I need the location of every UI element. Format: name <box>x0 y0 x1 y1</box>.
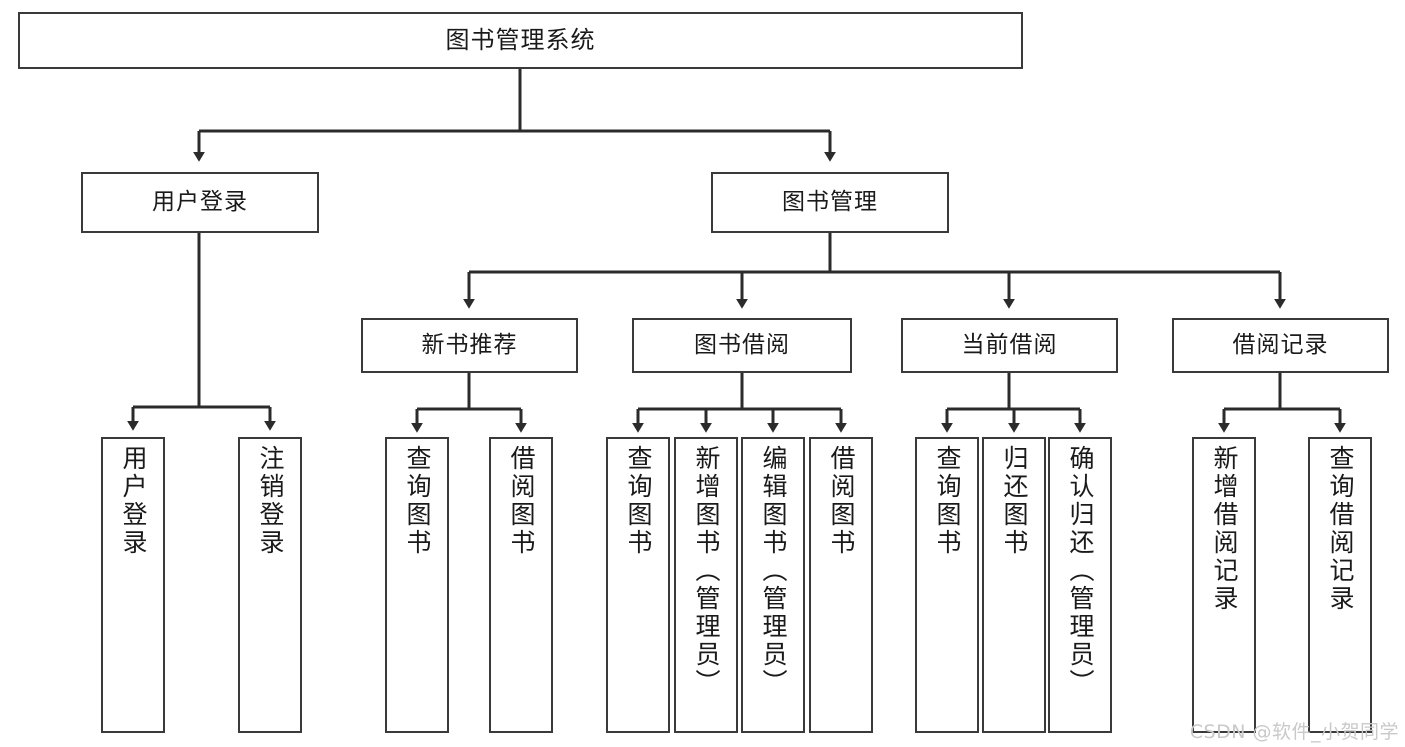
node-leaf-borrow-book-1[interactable]: 借阅图书 <box>489 437 553 733</box>
node-leaf-add-book-label: 新增图书（管理员） <box>692 445 721 697</box>
node-leaf-user-login-label: 用户登录 <box>119 445 148 557</box>
node-current-borrow[interactable]: 当前借阅 <box>901 318 1118 373</box>
node-leaf-add-book[interactable]: 新增图书（管理员） <box>674 437 738 733</box>
node-current-borrow-label: 当前借阅 <box>961 331 1058 358</box>
node-leaf-query-book-3-label: 查询图书 <box>933 445 962 557</box>
node-new-book-rec-label: 新书推荐 <box>421 331 518 358</box>
node-leaf-query-book-3[interactable]: 查询图书 <box>915 437 979 733</box>
node-leaf-add-record[interactable]: 新增借阅记录 <box>1192 437 1256 733</box>
node-book-manage-label: 图书管理 <box>782 188 878 215</box>
node-borrow-record[interactable]: 借阅记录 <box>1172 318 1389 373</box>
watermark: CSDN @软件_小贺同学 <box>1189 721 1399 743</box>
node-leaf-user-login[interactable]: 用户登录 <box>101 437 165 733</box>
node-leaf-query-record-label: 查询借阅记录 <box>1326 445 1355 613</box>
node-leaf-borrow-book-2[interactable]: 借阅图书 <box>809 437 873 733</box>
node-leaf-add-record-label: 新增借阅记录 <box>1210 445 1239 613</box>
node-leaf-query-record[interactable]: 查询借阅记录 <box>1308 437 1372 733</box>
node-leaf-query-book-2[interactable]: 查询图书 <box>606 437 670 733</box>
node-book-manage[interactable]: 图书管理 <box>711 172 949 233</box>
node-leaf-query-book-1[interactable]: 查询图书 <box>385 437 449 733</box>
node-user-login[interactable]: 用户登录 <box>81 172 319 233</box>
node-new-book-rec[interactable]: 新书推荐 <box>361 318 578 373</box>
node-leaf-logout[interactable]: 注销登录 <box>238 437 302 733</box>
node-leaf-logout-label: 注销登录 <box>256 445 285 557</box>
node-leaf-query-book-2-label: 查询图书 <box>624 445 653 557</box>
node-leaf-confirm-return-label: 确认归还（管理员） <box>1066 445 1095 697</box>
node-leaf-confirm-return[interactable]: 确认归还（管理员） <box>1048 437 1112 733</box>
node-root-label: 图书管理系统 <box>445 26 596 55</box>
node-root[interactable]: 图书管理系统 <box>18 12 1023 69</box>
node-leaf-borrow-book-2-label: 借阅图书 <box>827 445 856 557</box>
node-borrow-record-label: 借阅记录 <box>1232 331 1329 358</box>
node-book-borrow-label: 图书借阅 <box>694 331 790 358</box>
node-leaf-edit-book[interactable]: 编辑图书（管理员） <box>741 437 805 733</box>
node-leaf-return-book[interactable]: 归还图书 <box>982 437 1046 733</box>
node-book-borrow[interactable]: 图书借阅 <box>632 318 852 373</box>
node-leaf-borrow-book-1-label: 借阅图书 <box>507 445 536 557</box>
node-leaf-edit-book-label: 编辑图书（管理员） <box>759 445 788 697</box>
node-user-login-label: 用户登录 <box>152 188 248 215</box>
node-leaf-query-book-1-label: 查询图书 <box>403 445 432 557</box>
node-leaf-return-book-label: 归还图书 <box>1000 445 1029 557</box>
